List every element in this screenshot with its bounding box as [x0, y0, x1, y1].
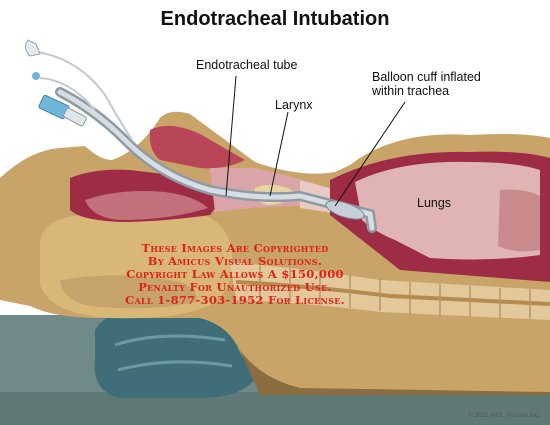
- pilot-line: [37, 51, 133, 141]
- label-balloon-cuff-line2: within trachea: [372, 84, 450, 98]
- label-larynx: Larynx: [275, 98, 313, 112]
- watermark-line: These Images Are Copyrighted: [141, 241, 329, 255]
- label-lungs: Lungs: [417, 196, 452, 210]
- watermark-line: Copyright Law Allows A $150,000: [126, 267, 344, 281]
- spinal-cord: [235, 280, 550, 306]
- copyright-notice: © 2011 AVS, Precise Inc.: [467, 412, 540, 419]
- label-balloon-cuff-line1: Balloon cuff inflated: [372, 70, 481, 84]
- cerebellum: [60, 275, 197, 309]
- page-title: Endotracheal Intubation: [160, 8, 390, 30]
- head-pillow: [94, 310, 259, 398]
- watermark-line: Call 1-877-303-1952 For License.: [125, 293, 345, 307]
- lung: [355, 161, 540, 260]
- body-back: [240, 350, 550, 395]
- lung-shadow: [498, 189, 540, 252]
- vertebrae: [259, 266, 531, 319]
- leader-line-larynx: [269, 111, 289, 197]
- tube-adapter: [63, 107, 87, 127]
- pilot-balloon: [24, 39, 41, 57]
- watermark-line: By Amicus Visual Solutions.: [147, 254, 323, 268]
- leader-line-balloon: [334, 101, 406, 207]
- palate: [149, 125, 245, 169]
- label-endotracheal-tube: Endotracheal tube: [196, 58, 298, 72]
- table-edge: [0, 392, 550, 425]
- pilot-line-2: [39, 77, 96, 111]
- watermark-line: Penalty For Unauthorized Use.: [138, 280, 332, 294]
- pilot-valve: [32, 72, 40, 80]
- leader-line-tube: [225, 75, 237, 197]
- endotracheal-tube-inner: [57, 89, 375, 231]
- pillow-highlight: [114, 334, 226, 347]
- copyright-watermark: These Images Are Copyrighted By Amicus V…: [90, 242, 380, 307]
- tongue: [85, 191, 208, 220]
- pillow-highlight: [117, 360, 233, 372]
